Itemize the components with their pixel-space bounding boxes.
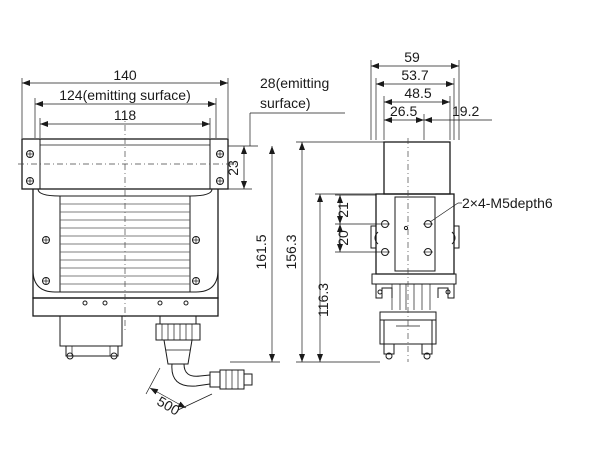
dim-emitting-depth-line1: 28(emitting [260, 75, 329, 91]
dim-side-width-2: 53.7 [401, 67, 428, 83]
dim-overall-height: 161.5 [253, 234, 269, 269]
dim-mounting-holes: 2×4-M5depth6 [462, 195, 553, 211]
dim-hole-pitch-upper: 21 [335, 202, 351, 218]
dim-window-height: 23 [225, 160, 241, 176]
cable [171, 363, 211, 387]
mounting-bracket [59, 315, 123, 360]
side-body [375, 193, 455, 275]
cable-end-connector [209, 369, 253, 390]
dim-hole-pitch-lower: 20 [335, 230, 351, 246]
dim-side-overall-height: 156.3 [283, 234, 299, 269]
dim-emitting-width: 124(emitting surface) [59, 87, 191, 103]
side-view: 59 53.7 48.5 26.5 19.2 21 20 116.3 [283, 49, 553, 363]
front-base-plate [32, 297, 219, 317]
flange-screw-icon [26, 150, 224, 185]
front-view: 140 124(emitting surface) 118 28(emittin… [18, 67, 345, 419]
body-screw-icon [42, 236, 200, 285]
dim-side-width-3: 48.5 [404, 85, 431, 101]
cable-connector [155, 315, 201, 365]
dim-cable-length: 500 [154, 393, 182, 419]
dim-overall-width: 140 [113, 67, 137, 83]
dim-inner-width: 118 [114, 107, 137, 123]
dim-side-width-5: 19.2 [452, 103, 479, 119]
side-base [371, 273, 457, 285]
side-mount-plate [394, 196, 436, 272]
dim-side-lower-height: 116.3 [315, 283, 331, 317]
mounting-hole-icon [380, 220, 433, 256]
dim-emitting-depth-line2: surface) [260, 95, 311, 111]
side-upper-housing [383, 141, 451, 195]
dim-side-width-4: 26.5 [390, 103, 417, 119]
dim-side-overall-width: 59 [404, 49, 420, 65]
